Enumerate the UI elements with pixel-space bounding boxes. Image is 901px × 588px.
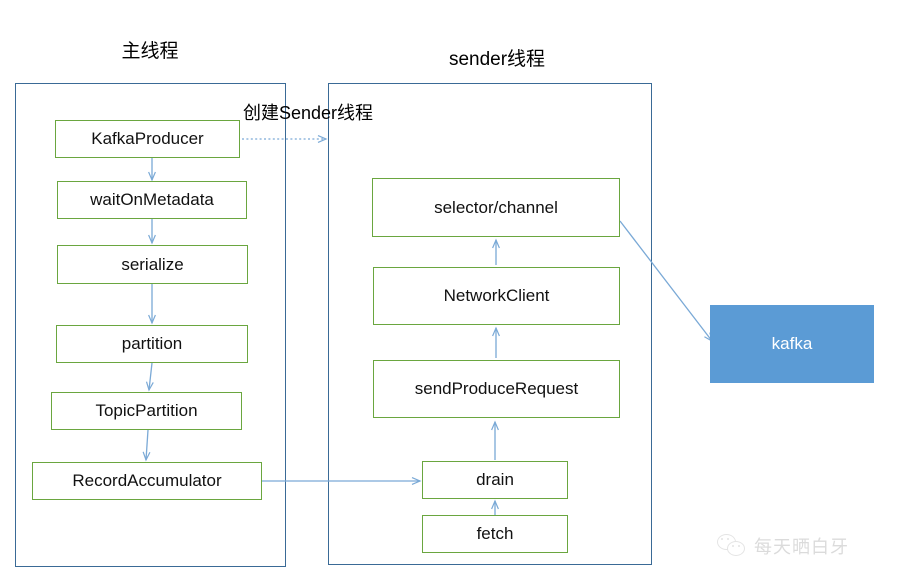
node-fetch[interactable]: fetch	[422, 515, 568, 553]
node-serialize[interactable]: serialize	[57, 245, 248, 284]
main-thread-container	[15, 83, 286, 567]
node-networkclient[interactable]: NetworkClient	[373, 267, 620, 325]
watermark: 每天晒白牙	[717, 533, 849, 559]
node-sendproducerequest[interactable]: sendProduceRequest	[373, 360, 620, 418]
node-partition[interactable]: partition	[56, 325, 248, 363]
create-sender-thread-label: 创建Sender线程	[243, 103, 374, 123]
node-kafka[interactable]: kafka	[710, 305, 874, 383]
node-waitonmetadata[interactable]: waitOnMetadata	[57, 181, 247, 219]
watermark-text: 每天晒白牙	[754, 537, 849, 557]
node-drain[interactable]: drain	[422, 461, 568, 499]
wechat-icon	[717, 534, 747, 558]
main-thread-title: 主线程	[121, 41, 179, 62]
node-kafkaproducer[interactable]: KafkaProducer	[55, 120, 240, 158]
node-topicpartition[interactable]: TopicPartition	[51, 392, 242, 430]
node-selector-channel[interactable]: selector/channel	[372, 178, 620, 237]
node-recordaccumulator[interactable]: RecordAccumulator	[32, 462, 262, 500]
sender-thread-title: sender线程	[448, 49, 546, 70]
